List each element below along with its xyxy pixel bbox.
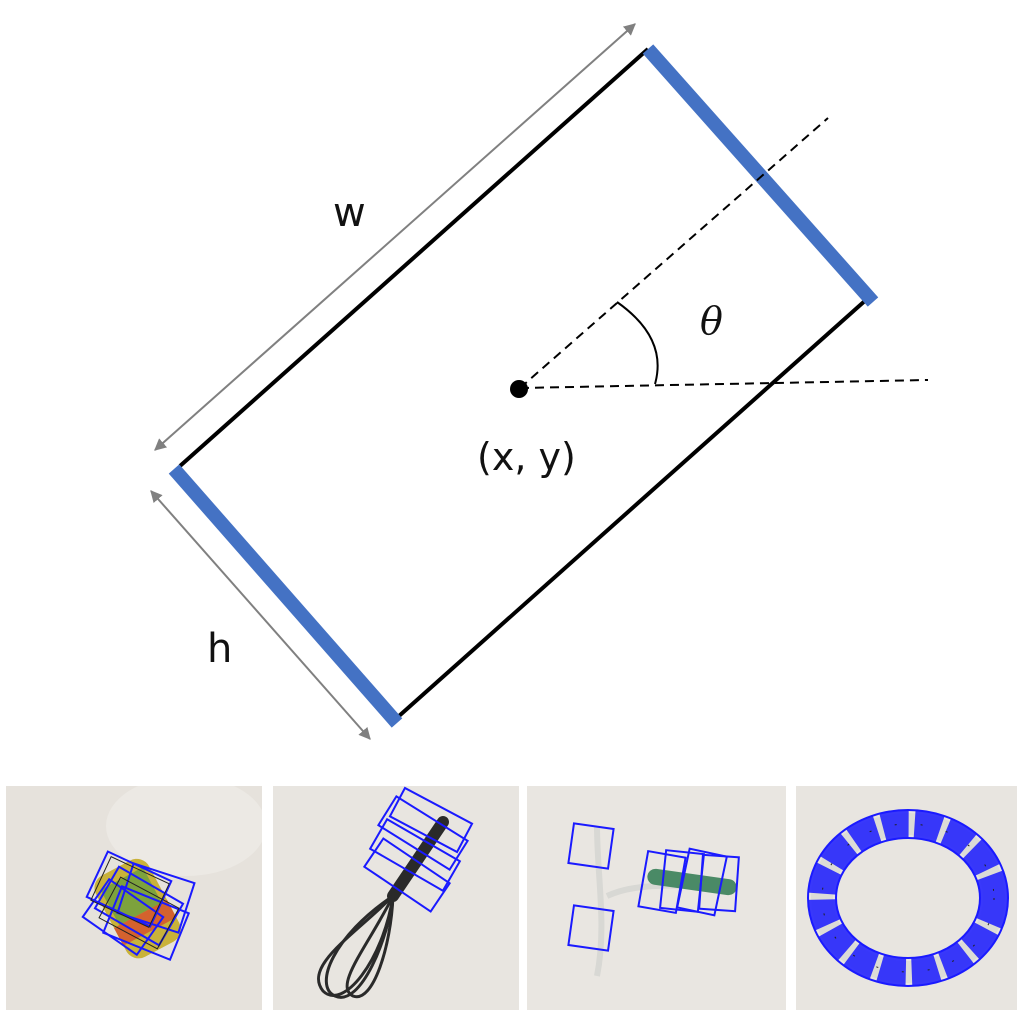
photo-ring-grasps bbox=[796, 786, 1017, 1010]
photo-can-grasps bbox=[6, 786, 262, 1010]
gripper-plate-right bbox=[642, 44, 879, 307]
orientation-axis bbox=[519, 117, 829, 389]
whisk-grasp-boxes bbox=[362, 786, 474, 913]
rect-edge-bottom bbox=[397, 297, 869, 718]
gripper-plate-left bbox=[168, 464, 403, 728]
grasp-rectangle-diagram: w h θ (x, y) bbox=[150, 23, 929, 740]
width-label: w bbox=[333, 190, 366, 236]
center-label: (x, y) bbox=[477, 435, 576, 479]
angle-label: θ bbox=[700, 299, 723, 343]
photo-cable-grasps bbox=[527, 786, 786, 1010]
height-dimension-arrow bbox=[150, 490, 371, 740]
can-grasp-boxes bbox=[81, 850, 196, 961]
horizontal-reference-axis bbox=[519, 379, 929, 389]
height-label: h bbox=[207, 626, 232, 672]
angle-arc bbox=[616, 301, 659, 385]
whisk-object bbox=[316, 816, 449, 999]
cable-grasp-boxes bbox=[567, 822, 740, 952]
photo-whisk-grasps bbox=[273, 786, 519, 1010]
center-point bbox=[510, 380, 528, 398]
rect-edge-top bbox=[178, 47, 650, 468]
width-dimension-arrow bbox=[154, 23, 636, 451]
